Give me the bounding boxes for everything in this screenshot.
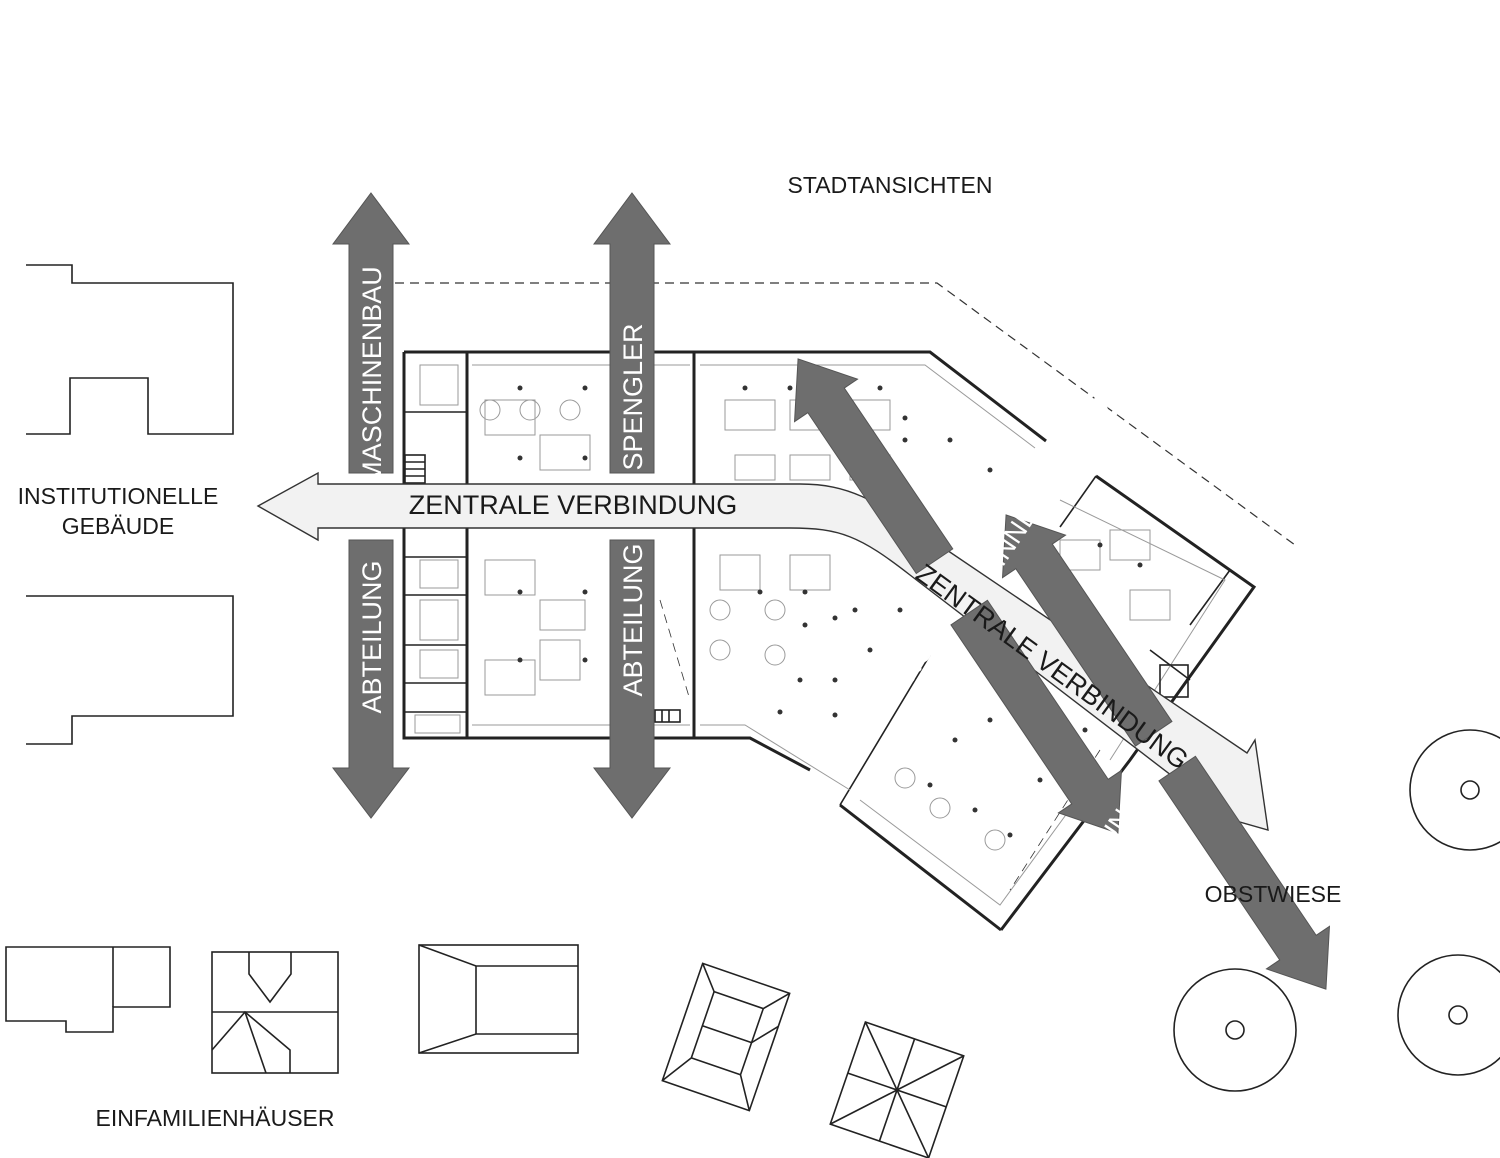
label-spengler: SPENGLER — [618, 323, 648, 470]
column-grid — [517, 385, 1143, 838]
label-abteilung-2: ABTEILUNG — [618, 543, 648, 696]
label-abteilung-3: ABTEILUNG — [829, 636, 939, 780]
institutional-building-lower — [26, 595, 234, 745]
house-3 — [418, 944, 579, 1054]
label-institutionelle-line2: GEBÄUDE — [62, 513, 174, 539]
label-abteilung-1: ABTEILUNG — [357, 560, 387, 713]
tree-2 — [1173, 968, 1297, 1092]
department-arrow-abteilung-1 — [331, 539, 411, 819]
label-einfamilienhaeuser: EINFAMILIENHÄUSER — [96, 1105, 335, 1131]
label-maschinenbau: MASCHINENBAU — [357, 266, 387, 484]
house-5 — [829, 1020, 965, 1158]
institutional-building-upper — [26, 264, 234, 435]
label-metallbau: METALLBAU — [1190, 582, 1304, 730]
department-arrow-spengler — [593, 192, 671, 474]
department-arrow-abteilung-3 — [793, 358, 954, 575]
building-floor-plan — [402, 350, 1257, 932]
department-arrow-abteilung-2 — [592, 539, 672, 819]
tree-3 — [1397, 954, 1500, 1076]
label-stadtansichten: STADTANSICHTEN — [788, 172, 993, 198]
house-4 — [661, 962, 791, 1112]
central-connection-arrow — [256, 471, 1269, 831]
orchard-trees — [1173, 729, 1500, 1092]
single-family-houses — [5, 944, 965, 1158]
site-boundary — [395, 282, 1296, 546]
tree-1 — [1409, 729, 1500, 851]
institutional-buildings — [26, 264, 234, 745]
label-institutionelle-line1: INSTITUTIONELLE — [18, 483, 219, 509]
department-arrow-maschinenbau — [332, 192, 410, 474]
stairs — [404, 454, 1189, 723]
house-1 — [5, 946, 171, 1033]
label-obstwiese: OBSTWIESE — [1205, 881, 1342, 907]
department-arrow-metallbau — [1158, 755, 1331, 990]
department-arrow-abteilung-4 — [1001, 514, 1173, 747]
department-arrow-innenausbau — [950, 599, 1123, 834]
label-zentrale-verbindung-1: ZENTRALE VERBINDUNG — [409, 490, 738, 520]
